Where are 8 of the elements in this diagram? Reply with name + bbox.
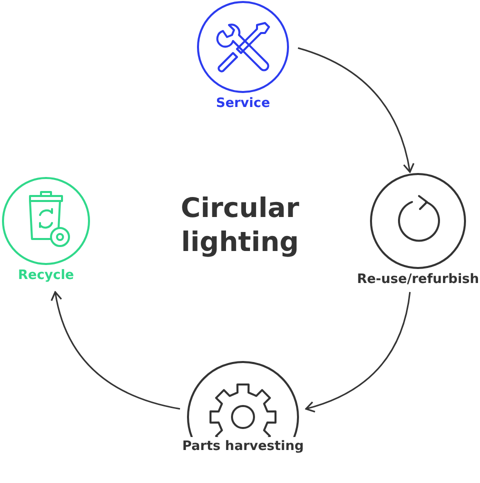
arrow xyxy=(51,291,180,410)
step-label: Service xyxy=(216,96,270,111)
step-label: Recycle xyxy=(18,268,74,283)
arrow xyxy=(298,47,414,173)
step-label: Re-use/refurbish xyxy=(356,272,480,287)
diagram-title: Circular lighting xyxy=(180,192,300,260)
arrow xyxy=(305,292,411,412)
step-label: Parts harvesting xyxy=(182,439,304,454)
